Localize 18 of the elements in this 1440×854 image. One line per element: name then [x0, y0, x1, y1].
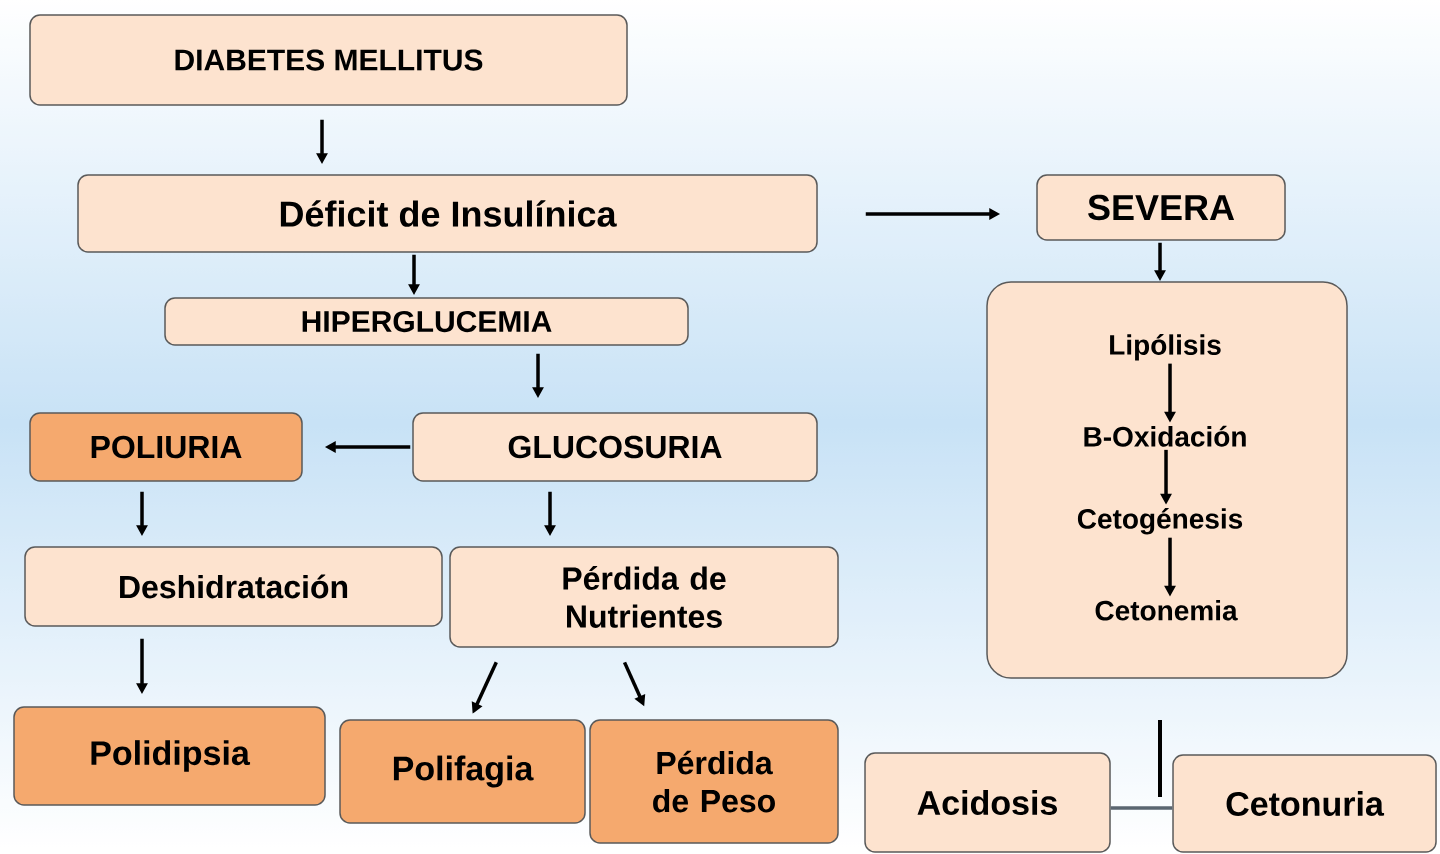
process-box: SEVERA: [1036, 174, 1286, 241]
process-box: DIABETES MELLITUS: [29, 14, 628, 106]
step-label: Lipólisis: [1110, 334, 1221, 361]
process-box: Pérdida de Peso: [589, 719, 839, 844]
process-box: Acidosis: [864, 752, 1111, 853]
process-box: POLIURIA: [29, 412, 303, 482]
process-box: HIPERGLUCEMIA: [164, 297, 689, 346]
process-box: Deshidratación: [24, 546, 443, 627]
process-box: Polifagia: [339, 719, 586, 824]
step-label: Cetonemia: [1095, 600, 1238, 621]
process-box: Polidipsia: [13, 706, 326, 806]
step-label: Cetogénesis: [1077, 508, 1243, 535]
process-box: [986, 281, 1348, 679]
process-box: Pérdida de Nutrientes: [449, 546, 839, 648]
step-label: B-Oxidación: [1084, 425, 1246, 447]
process-box: Cetonuria: [1172, 754, 1437, 853]
process-box: Déficit de Insulínica: [77, 174, 818, 253]
process-box: GLUCOSURIA: [412, 412, 818, 482]
